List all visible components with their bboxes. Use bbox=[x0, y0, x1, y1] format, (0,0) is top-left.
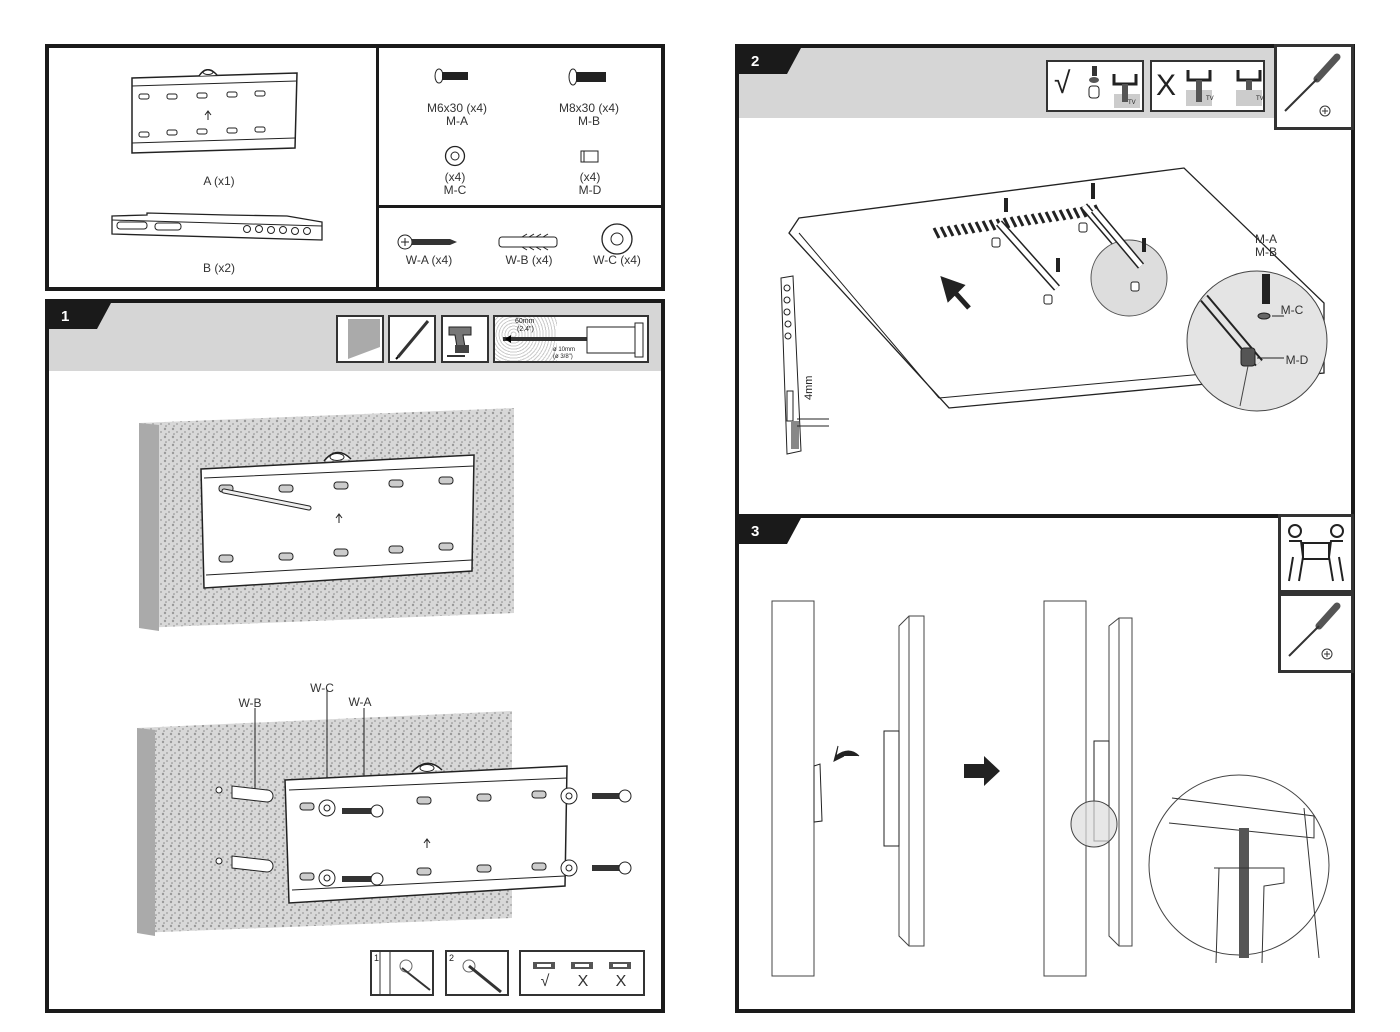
level-ok-mark: √ bbox=[540, 973, 550, 990]
tool-wall-icon bbox=[336, 315, 384, 363]
parts-divider-horizontal bbox=[379, 205, 661, 208]
two-person-lift-icon bbox=[1278, 514, 1354, 593]
drill-diameter-in-label: (ø 3/8") bbox=[553, 354, 573, 360]
m-b-size-label: M8x30 (x4) bbox=[558, 101, 620, 115]
arm-b-illustration bbox=[111, 212, 323, 241]
callout-w-a: W-A bbox=[348, 695, 372, 709]
wall-plate-a-illustration bbox=[131, 69, 298, 154]
sub-step-1-number: 1 bbox=[374, 953, 380, 963]
check-mark: √ bbox=[1054, 67, 1071, 100]
m-c-qty-label: (x4) bbox=[444, 170, 466, 184]
m-b-code-label: M-B bbox=[578, 114, 600, 128]
screw-m8-icon bbox=[568, 68, 606, 86]
m-d-code-label: M-D bbox=[578, 183, 602, 197]
callout-m-b: M-B bbox=[1255, 245, 1277, 259]
incorrect-screw-length-icon: X TV TV bbox=[1150, 60, 1265, 112]
tv-label-bad-1: TV bbox=[1206, 96, 1214, 102]
magnified-screw-detail bbox=[1186, 270, 1328, 412]
washer-m-c-icon bbox=[444, 145, 466, 167]
step-1-panel: 1 60mm (2.4") ø 10mm (ø 3/8") W-B W-C W bbox=[45, 299, 665, 1013]
wood-screw-w-a-icon bbox=[397, 234, 457, 250]
drill-depth-diagram: 60mm (2.4") ø 10mm (ø 3/8") bbox=[493, 315, 649, 363]
tool-drill-icon bbox=[441, 315, 489, 363]
w-c-label: W-C (x4) bbox=[593, 253, 641, 267]
drill-depth-label: 60mm bbox=[515, 318, 535, 325]
magnified-lock-screw-detail bbox=[1148, 774, 1330, 964]
correct-spacer-use-icon: √ TV bbox=[1046, 60, 1144, 112]
parts-divider-vertical bbox=[376, 48, 379, 287]
step-2-panel: 2 √ TV X TV TV bbox=[735, 44, 1355, 519]
cross-mark: X bbox=[1156, 69, 1177, 102]
wall-bracket-screw-assembly bbox=[137, 690, 632, 936]
parts-panel: A (x1) B (x2) M6x30 (x4) M-A M8x30 (x4) … bbox=[45, 44, 665, 291]
level-check-box: √ X X bbox=[519, 950, 645, 996]
tv-label-ok: TV bbox=[1128, 100, 1136, 106]
callout-m-a: M-A bbox=[1255, 232, 1277, 246]
m-d-qty-label: (x4) bbox=[579, 170, 601, 184]
tv-label-bad-2: TV bbox=[1256, 96, 1264, 102]
w-b-label: W-B (x4) bbox=[505, 253, 553, 267]
callout-m-c: M-C bbox=[1280, 303, 1304, 317]
step-3-number: 3 bbox=[751, 523, 760, 540]
spacer-m-d-icon bbox=[580, 150, 599, 163]
m-a-size-label: M6x30 (x4) bbox=[426, 101, 488, 115]
tv-hanging-sequence bbox=[771, 600, 1133, 977]
step-1-number: 1 bbox=[61, 308, 70, 325]
drill-diameter-label: ø 10mm bbox=[553, 347, 576, 353]
m-a-code-label: M-A bbox=[446, 114, 468, 128]
callout-m-d: M-D bbox=[1285, 353, 1309, 367]
gap-4mm-label: 4mm bbox=[803, 375, 815, 400]
wall-with-bracket-marking bbox=[139, 408, 514, 631]
wall-plug-w-b-icon bbox=[498, 233, 558, 251]
callout-w-b: W-B bbox=[238, 696, 262, 710]
step-2-number: 2 bbox=[751, 53, 760, 70]
phillips-screwdriver-icon bbox=[1274, 44, 1354, 130]
step-3-panel: 3 bbox=[735, 514, 1355, 1013]
washer-w-c-icon bbox=[601, 223, 633, 255]
step-3-tab bbox=[739, 518, 801, 544]
phillips-screwdriver-icon-2 bbox=[1278, 593, 1354, 673]
step-2-tab bbox=[739, 48, 801, 74]
level-bad-mark-2: X bbox=[615, 973, 627, 990]
sub-step-1-mark-holes: 1 bbox=[370, 950, 434, 996]
sub-step-2-drill-holes: 2 bbox=[445, 950, 509, 996]
step-1-tab bbox=[49, 303, 111, 329]
arm-b-label: B (x2) bbox=[202, 261, 235, 275]
w-a-label: W-A (x4) bbox=[405, 253, 453, 267]
sub-step-2-number: 2 bbox=[449, 953, 455, 963]
bracket-a-label: A (x1) bbox=[203, 174, 235, 188]
drill-depth-in-label: (2.4") bbox=[517, 326, 534, 333]
screw-m6-icon bbox=[434, 68, 468, 84]
tool-pencil-icon bbox=[388, 315, 436, 363]
m-c-code-label: M-C bbox=[443, 183, 467, 197]
level-bad-mark-1: X bbox=[577, 973, 589, 990]
arm-side-profile bbox=[780, 275, 829, 455]
callout-w-c: W-C bbox=[310, 681, 334, 695]
